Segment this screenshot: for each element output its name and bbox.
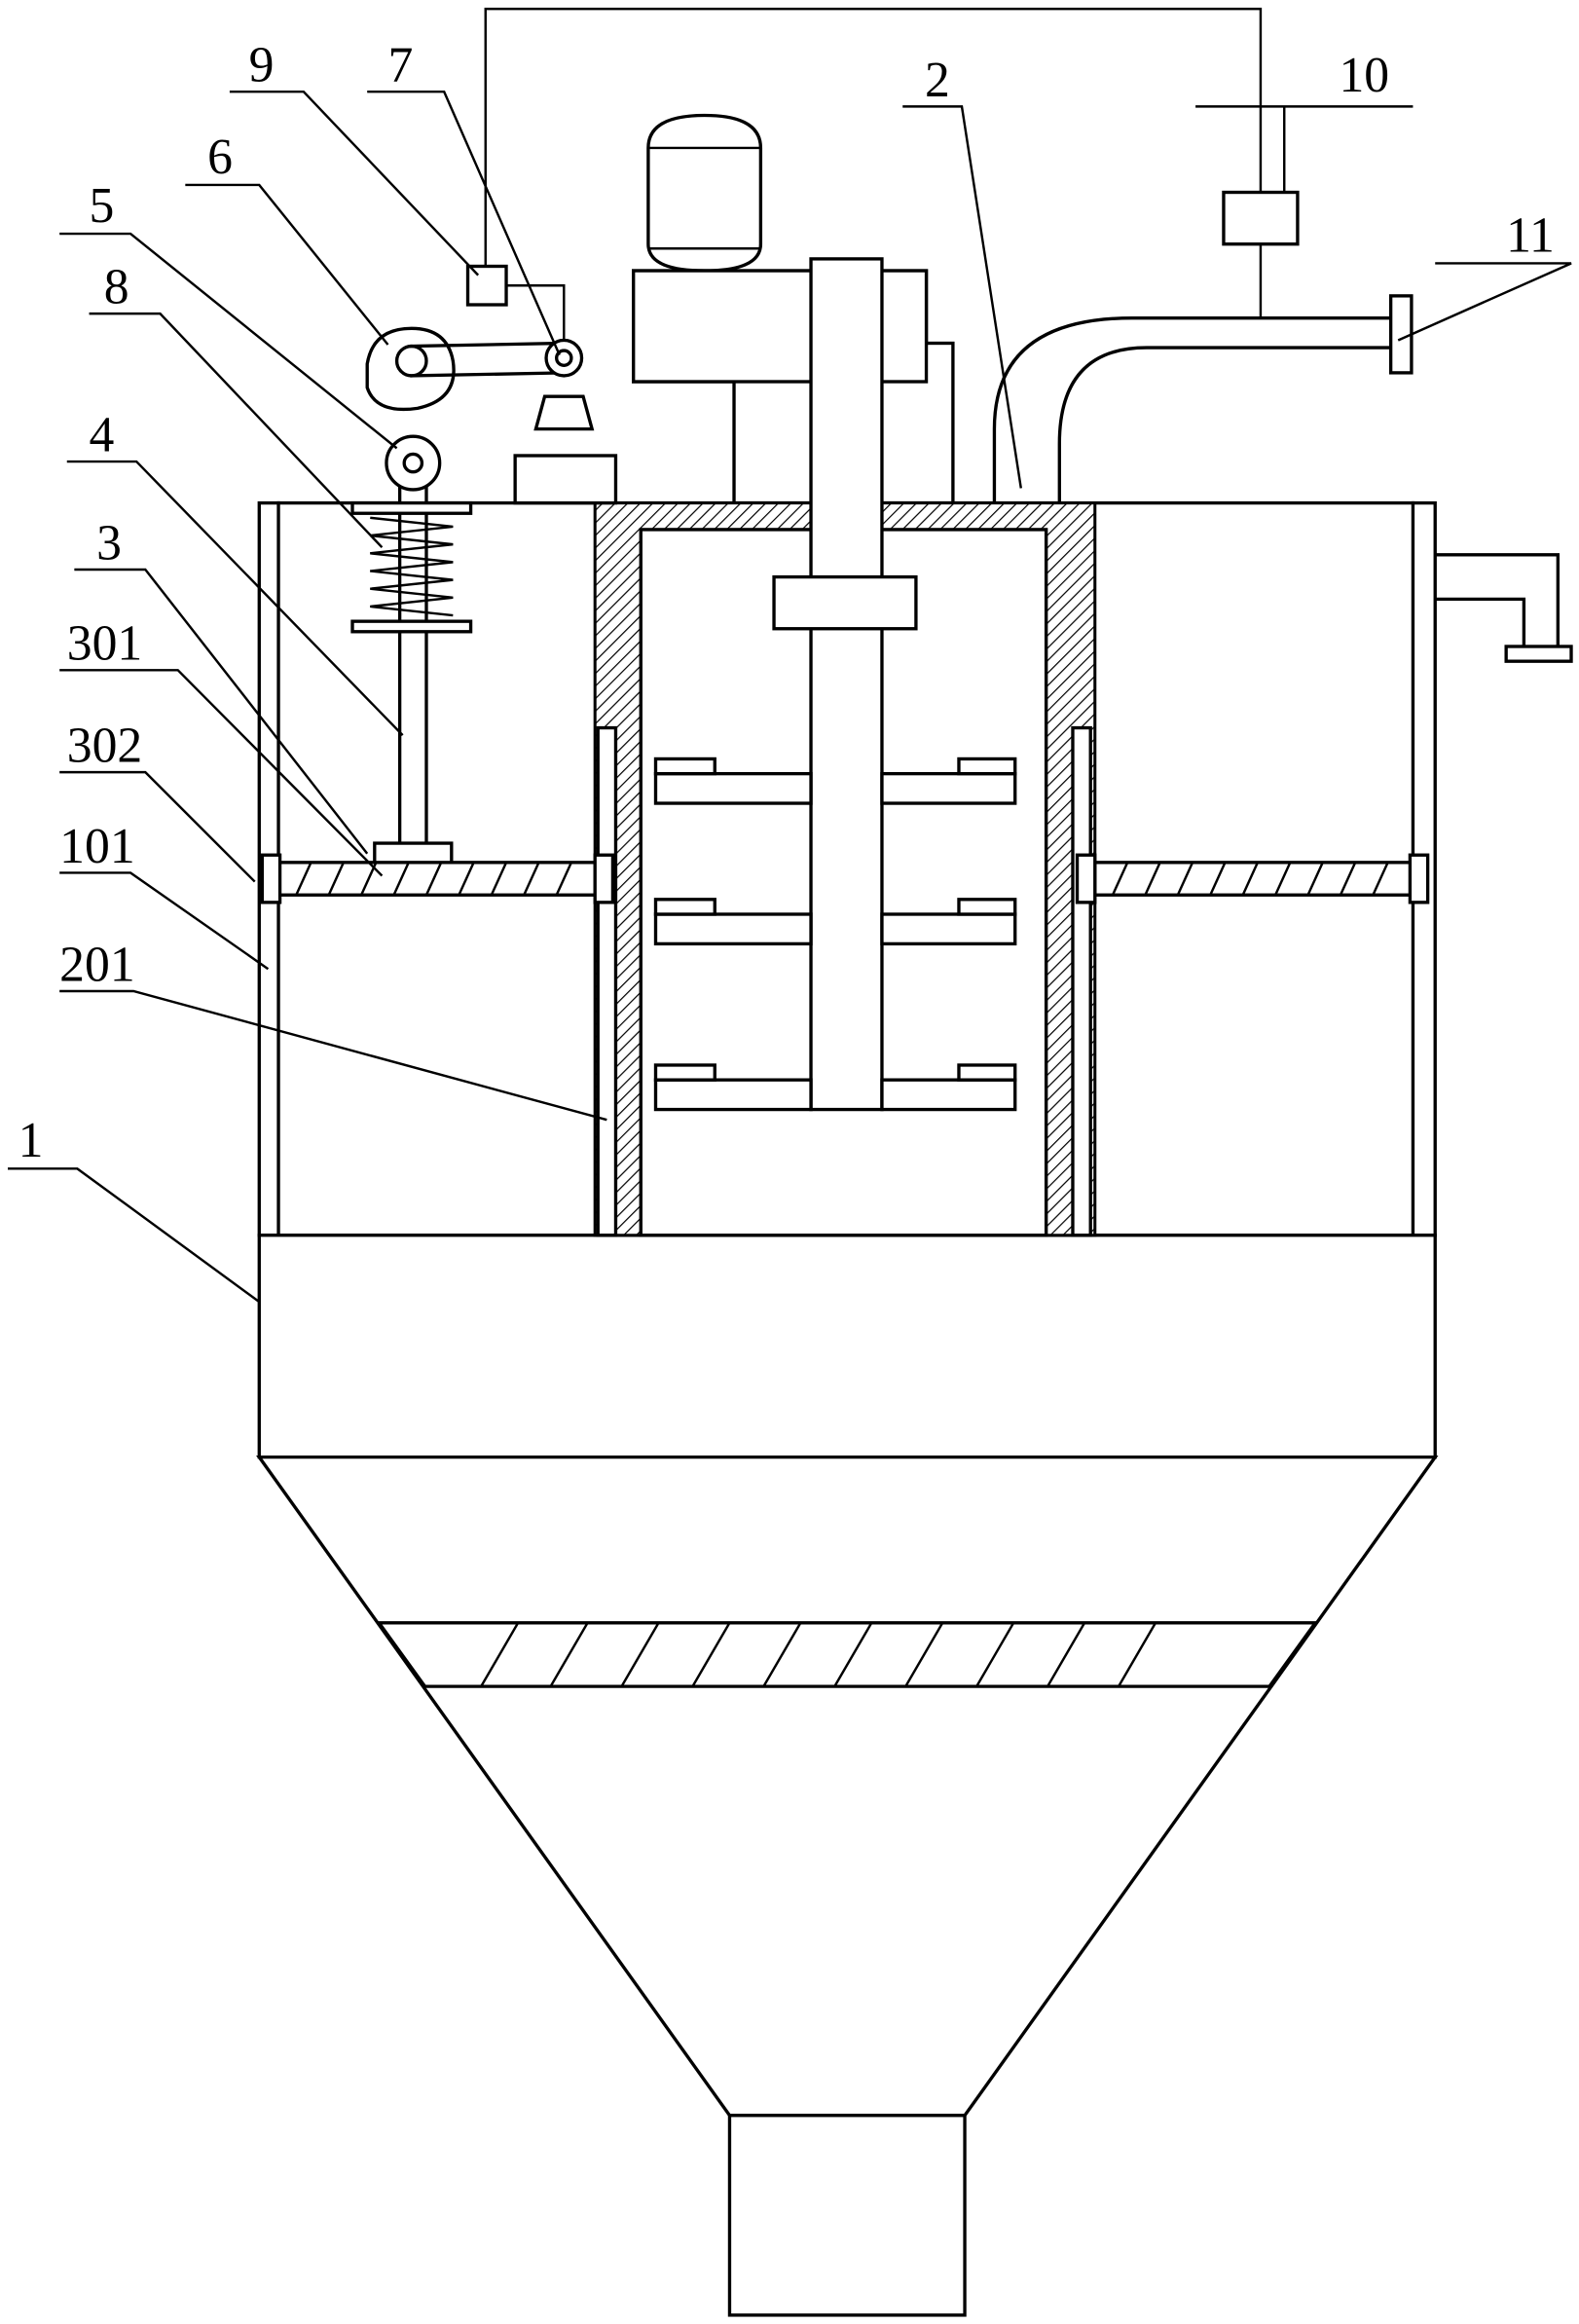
label-2: 2 bbox=[925, 53, 950, 108]
label-1: 1 bbox=[18, 1113, 44, 1168]
outlet-pipe-11 bbox=[992, 294, 1414, 502]
hopper bbox=[256, 1455, 1439, 2317]
agitator bbox=[653, 257, 1017, 1112]
label-10: 10 bbox=[1339, 48, 1389, 103]
motor-assembly bbox=[632, 113, 955, 505]
filter-screen-left bbox=[260, 853, 615, 904]
label-4: 4 bbox=[90, 407, 115, 462]
label-301: 301 bbox=[67, 616, 142, 672]
callout-labels: 9 7 2 10 11 6 5 8 4 3 301 302 101 201 1 bbox=[18, 38, 1555, 1169]
label-302: 302 bbox=[67, 718, 142, 773]
label-5: 5 bbox=[90, 178, 115, 234]
label-7: 7 bbox=[387, 38, 413, 93]
leader-lines bbox=[7, 90, 1572, 1304]
control-wiring bbox=[484, 7, 1263, 318]
label-3: 3 bbox=[96, 515, 122, 571]
label-6: 6 bbox=[207, 129, 233, 185]
label-101: 101 bbox=[59, 819, 134, 874]
side-outlet-pipe bbox=[1430, 553, 1573, 663]
label-11: 11 bbox=[1506, 207, 1555, 263]
vibration-mechanism bbox=[350, 264, 618, 865]
label-201: 201 bbox=[59, 937, 134, 992]
filter-screen-right bbox=[1075, 853, 1430, 904]
controller-box-10 bbox=[1222, 190, 1300, 246]
label-9: 9 bbox=[249, 38, 275, 93]
label-8: 8 bbox=[104, 259, 129, 314]
